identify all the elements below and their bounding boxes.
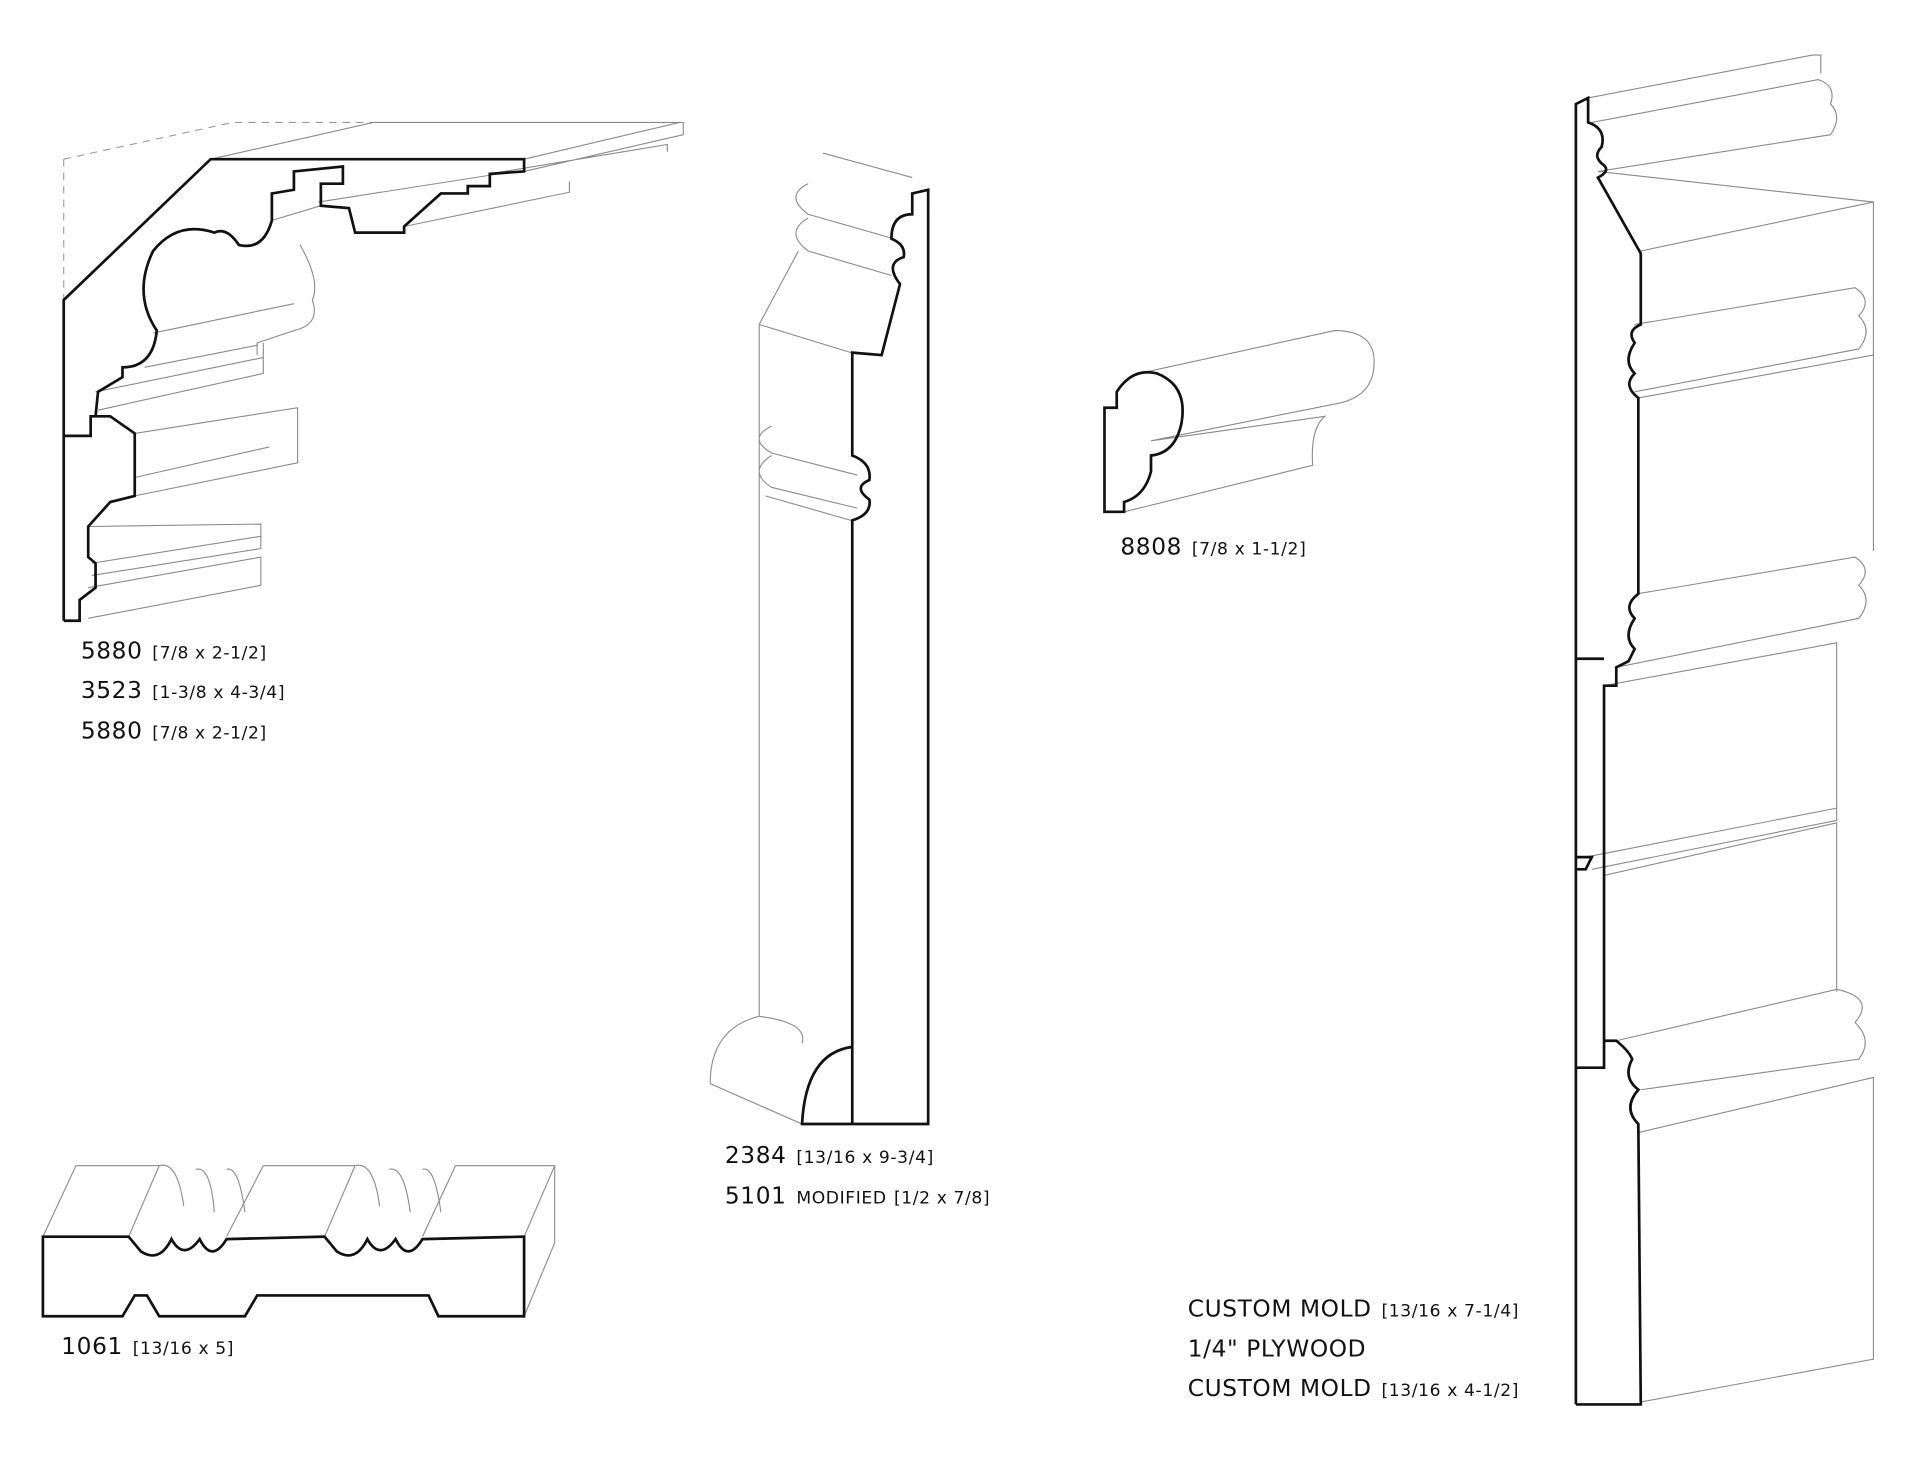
baseboard-assembly-drawing <box>709 152 930 1126</box>
svg-text:CUSTOM MOLD[13/16 x 4-1/2]: CUSTOM MOLD [13/16 x 4-1/2] <box>1188 1375 1519 1402</box>
label-size: [13/16 x 7-1/4] <box>1381 1301 1519 1321</box>
svg-text:2384[13/16 x 9-3/4]: 2384 [13/16 x 9-3/4] <box>725 1142 934 1169</box>
svg-text:5880[7/8 x 2-1/2]: 5880 [7/8 x 2-1/2] <box>81 717 267 744</box>
label-size: [1-3/8 x 4-3/4] <box>152 683 285 703</box>
casing-1061-drawing <box>41 1164 556 1318</box>
custom-assembly-drawing <box>1574 54 1874 1406</box>
label-code: 5880 <box>81 717 143 744</box>
label-code: 5101 <box>725 1183 787 1210</box>
label-size: [13/16 x 9-3/4] <box>796 1148 934 1168</box>
label-code: 2384 <box>725 1142 787 1169</box>
svg-text:5880[7/8 x 2-1/2]: 5880 [7/8 x 2-1/2] <box>81 638 267 665</box>
label-code: CUSTOM MOLD <box>1188 1375 1372 1402</box>
label-size: [1/2 x 7/8] <box>894 1189 990 1209</box>
crown-labels: 5880 [7/8 x 2-1/2] 3523 [1-3/8 x 4-3/4] 58… <box>81 638 285 745</box>
label-code: 1/4" PLYWOOD <box>1188 1336 1366 1363</box>
custom-assembly-labels: CUSTOM MOLD[13/16 x 7-1/4] 1/4" PLYWOOD … <box>1188 1295 1519 1402</box>
label-code: 1061 <box>61 1333 123 1360</box>
svg-text:CUSTOM MOLD[13/16 x 7-1/4]: CUSTOM MOLD [13/16 x 7-1/4] <box>1188 1295 1519 1322</box>
label-code: 5880 <box>81 638 143 665</box>
baseboard-labels: 2384 [13/16 x 9-3/4] 5101 MODIFIED [1/2 x 7… <box>725 1142 990 1209</box>
label-size: [7/8 x 1-1/2] <box>1192 540 1307 560</box>
svg-text:3523[1-3/8 x 4-3/4]: 3523 [1-3/8 x 4-3/4] <box>81 677 285 704</box>
cap-molding-8808-drawing <box>1103 330 1375 514</box>
label-size: [7/8 x 2-1/2] <box>152 644 267 664</box>
label-size: [13/16 x 4-1/2] <box>1381 1381 1519 1401</box>
casing-label: 1061 [13/16 x 5] <box>61 1333 234 1360</box>
label-size: [7/8 x 2-1/2] <box>152 723 267 743</box>
label-size: [13/16 x 5] <box>133 1339 234 1359</box>
crown-assembly-drawing <box>62 121 684 623</box>
label-code: 3523 <box>81 677 143 704</box>
svg-text:1/4" PLYWOOD: 1/4" PLYWOOD <box>1188 1336 1366 1363</box>
label-code: CUSTOM MOLD <box>1188 1295 1372 1322</box>
label-code: 8808 <box>1120 534 1182 561</box>
cap-label: 8808 [7/8 x 1-1/2] <box>1120 534 1306 561</box>
label-note: MODIFIED <box>796 1189 886 1209</box>
